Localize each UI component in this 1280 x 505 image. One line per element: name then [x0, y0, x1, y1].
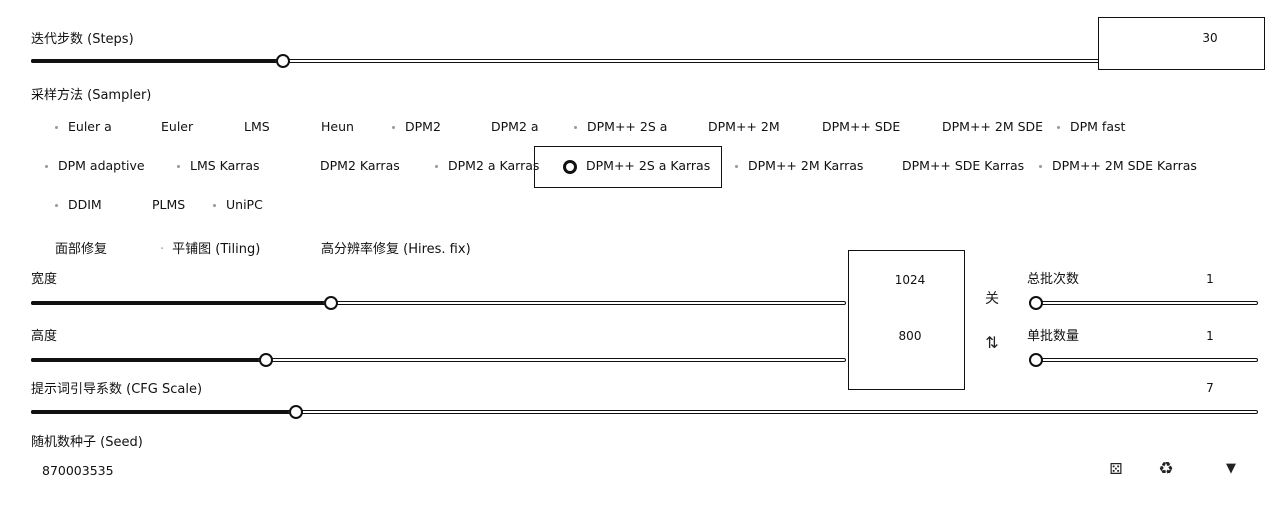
chevron-down-icon[interactable]: ▼: [1226, 461, 1236, 476]
width-slider[interactable]: [31, 296, 846, 310]
sampler-option-lms-karras[interactable]: LMS Karras: [177, 156, 260, 176]
sampler-option-heun[interactable]: Heun: [321, 119, 354, 134]
batch-count-value[interactable]: 1: [1206, 272, 1214, 286]
steps-slider-thumb[interactable]: [276, 54, 291, 68]
steps-value[interactable]: 30: [1202, 31, 1218, 45]
height-label: 高度: [31, 329, 58, 344]
tiling-label: 平铺图 (Tiling): [172, 242, 261, 257]
sampler-option-plms[interactable]: PLMS: [152, 197, 186, 212]
height-slider[interactable]: [31, 353, 846, 367]
sampler-option-dpmpp-2s-a[interactable]: DPM++ 2S a: [574, 117, 667, 137]
batch-size-slider[interactable]: [1029, 353, 1258, 367]
close-toggle-label[interactable]: 关: [985, 291, 999, 307]
width-label: 宽度: [31, 272, 58, 287]
sampler-option-dpmpp-2m-sde-karras[interactable]: DPM++ 2M SDE Karras: [1039, 156, 1197, 176]
seed-label: 随机数种子 (Seed): [31, 435, 143, 450]
batch-size-slider-thumb[interactable]: [1029, 353, 1043, 367]
cfg-scale-label: 提示词引导系数 (CFG Scale): [31, 382, 203, 397]
sampler-option-unipc[interactable]: UniPC: [213, 195, 263, 215]
radio-selected-icon: [563, 160, 577, 174]
sampler-option-dpm2[interactable]: DPM2: [392, 117, 441, 137]
sampler-option-dpmpp-2s-a-karras[interactable]: DPM++ 2S a Karras: [534, 146, 722, 188]
sampler-option-dpm-adaptive[interactable]: DPM adaptive: [45, 156, 145, 176]
batch-count-slider-thumb[interactable]: [1029, 296, 1043, 310]
steps-number-box[interactable]: [1098, 17, 1265, 70]
sampler-option-dpmpp-2m[interactable]: DPM++ 2M: [708, 119, 780, 134]
width-slider-thumb[interactable]: [324, 296, 339, 310]
face-restore-checkbox[interactable]: 面部修复: [55, 242, 108, 257]
cfg-scale-slider-thumb[interactable]: [288, 405, 303, 419]
sampler-option-dpmpp-2m-sde[interactable]: DPM++ 2M SDE: [942, 119, 1044, 134]
sampler-option-ddim[interactable]: DDIM: [55, 195, 102, 215]
hires-fix-checkbox[interactable]: 高分辨率修复 (Hires. fix): [321, 242, 471, 257]
batch-size-value[interactable]: 1: [1206, 329, 1214, 343]
recycle-icon[interactable]: ♻: [1158, 459, 1174, 479]
batch-count-label: 总批次数: [1027, 272, 1080, 287]
batch-size-label: 单批数量: [1027, 329, 1080, 344]
batch-count-slider[interactable]: [1029, 296, 1258, 310]
sampler-option-dpm-fast[interactable]: DPM fast: [1057, 117, 1125, 137]
sampler-option-euler[interactable]: Euler: [161, 119, 194, 134]
dice-icon[interactable]: ⚄: [1109, 460, 1123, 478]
sampler-option-euler-a[interactable]: Euler a: [55, 117, 112, 137]
seed-input[interactable]: 870003535: [42, 463, 114, 478]
steps-slider[interactable]: [31, 54, 1258, 68]
sampler-option-dpm2-a-karras[interactable]: DPM2 a Karras: [435, 156, 539, 176]
height-value[interactable]: 800: [898, 329, 922, 343]
sampler-option-lms[interactable]: LMS: [244, 119, 270, 134]
swap-dimensions-icon[interactable]: ⇅: [985, 333, 999, 352]
dimensions-number-box[interactable]: [848, 250, 965, 390]
cfg-scale-value[interactable]: 7: [1206, 381, 1214, 395]
sampler-option-dpmpp-sde-karras[interactable]: DPM++ SDE Karras: [902, 158, 1025, 173]
sampler-option-dpm2-a[interactable]: DPM2 a: [491, 119, 539, 134]
sampler-label: 采样方法 (Sampler): [31, 88, 152, 103]
tiling-checkbox[interactable]: ·平铺图 (Tiling): [160, 242, 261, 257]
sampler-option-dpmpp-sde[interactable]: DPM++ SDE: [822, 119, 901, 134]
cfg-scale-slider[interactable]: [31, 405, 1258, 419]
sampler-option-dpm2-karras[interactable]: DPM2 Karras: [320, 158, 400, 173]
height-slider-thumb[interactable]: [259, 353, 274, 367]
sampler-option-dpmpp-2m-karras[interactable]: DPM++ 2M Karras: [735, 156, 863, 176]
steps-label: 迭代步数 (Steps): [31, 32, 134, 47]
width-value[interactable]: 1024: [894, 273, 926, 287]
